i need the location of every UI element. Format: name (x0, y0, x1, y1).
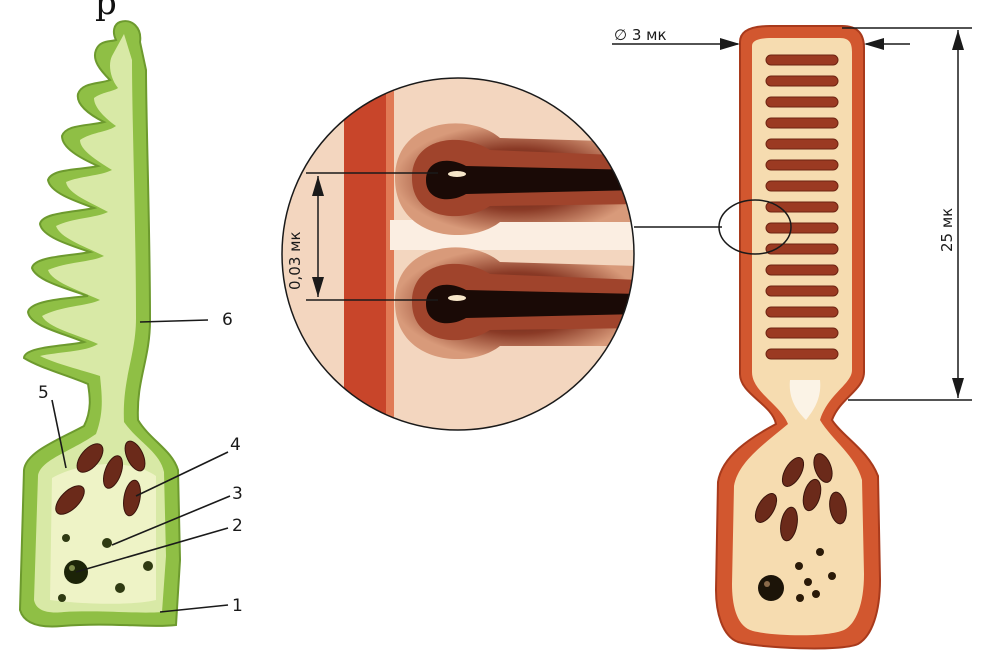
height-label: 25 мк (938, 208, 956, 252)
magnified-band-edge (386, 70, 394, 450)
right-cell-disc-stack (766, 55, 838, 359)
right-cell-nucleus-sphere (758, 575, 784, 601)
stack-disc (766, 202, 838, 212)
stack-disc (766, 139, 838, 149)
label-1: 1 (232, 596, 243, 616)
stack-disc (766, 265, 838, 275)
stack-disc (766, 328, 838, 338)
diameter-label: ∅ 3 мк (614, 26, 667, 44)
right-cell-nucleus-highlight (764, 581, 770, 587)
stack-disc (766, 349, 838, 359)
right-sphere (812, 590, 820, 598)
right-sphere (816, 548, 824, 556)
stack-disc (766, 118, 838, 128)
stack-disc (766, 181, 838, 191)
spacing-label: 0,03 мк (286, 231, 304, 290)
left-sphere (62, 534, 70, 542)
right-orange-cell (716, 26, 880, 648)
left-sphere (143, 561, 153, 571)
stack-disc (766, 286, 838, 296)
left-cell-nucleus-highlight (69, 565, 75, 571)
magnified-disc-view: 0,03 мк (282, 70, 640, 450)
magnified-upper-disc (395, 123, 640, 235)
right-sphere (828, 572, 836, 580)
label-2: 2 (232, 516, 243, 536)
diameter-arrow-right (864, 38, 884, 50)
upper-disc-highlight (448, 171, 466, 177)
stack-disc (766, 97, 838, 107)
left-sphere (58, 594, 66, 602)
left-sphere (102, 538, 112, 548)
left-sphere (115, 583, 125, 593)
label-5: 5 (38, 383, 49, 403)
stack-disc (766, 160, 838, 170)
height-arrow-up (952, 30, 964, 50)
stack-disc (766, 307, 838, 317)
stack-disc (766, 223, 838, 233)
stack-disc (766, 55, 838, 65)
lower-disc-highlight (448, 295, 466, 301)
label-6: 6 (222, 310, 233, 330)
stack-disc (766, 76, 838, 86)
right-sphere (795, 562, 803, 570)
right-sphere (804, 578, 812, 586)
right-sphere (796, 594, 804, 602)
diameter-arrow-left (720, 38, 740, 50)
height-arrow-down (952, 378, 964, 398)
label-3: 3 (232, 484, 243, 504)
label-4: 4 (230, 435, 241, 455)
left-green-cell (20, 21, 180, 626)
